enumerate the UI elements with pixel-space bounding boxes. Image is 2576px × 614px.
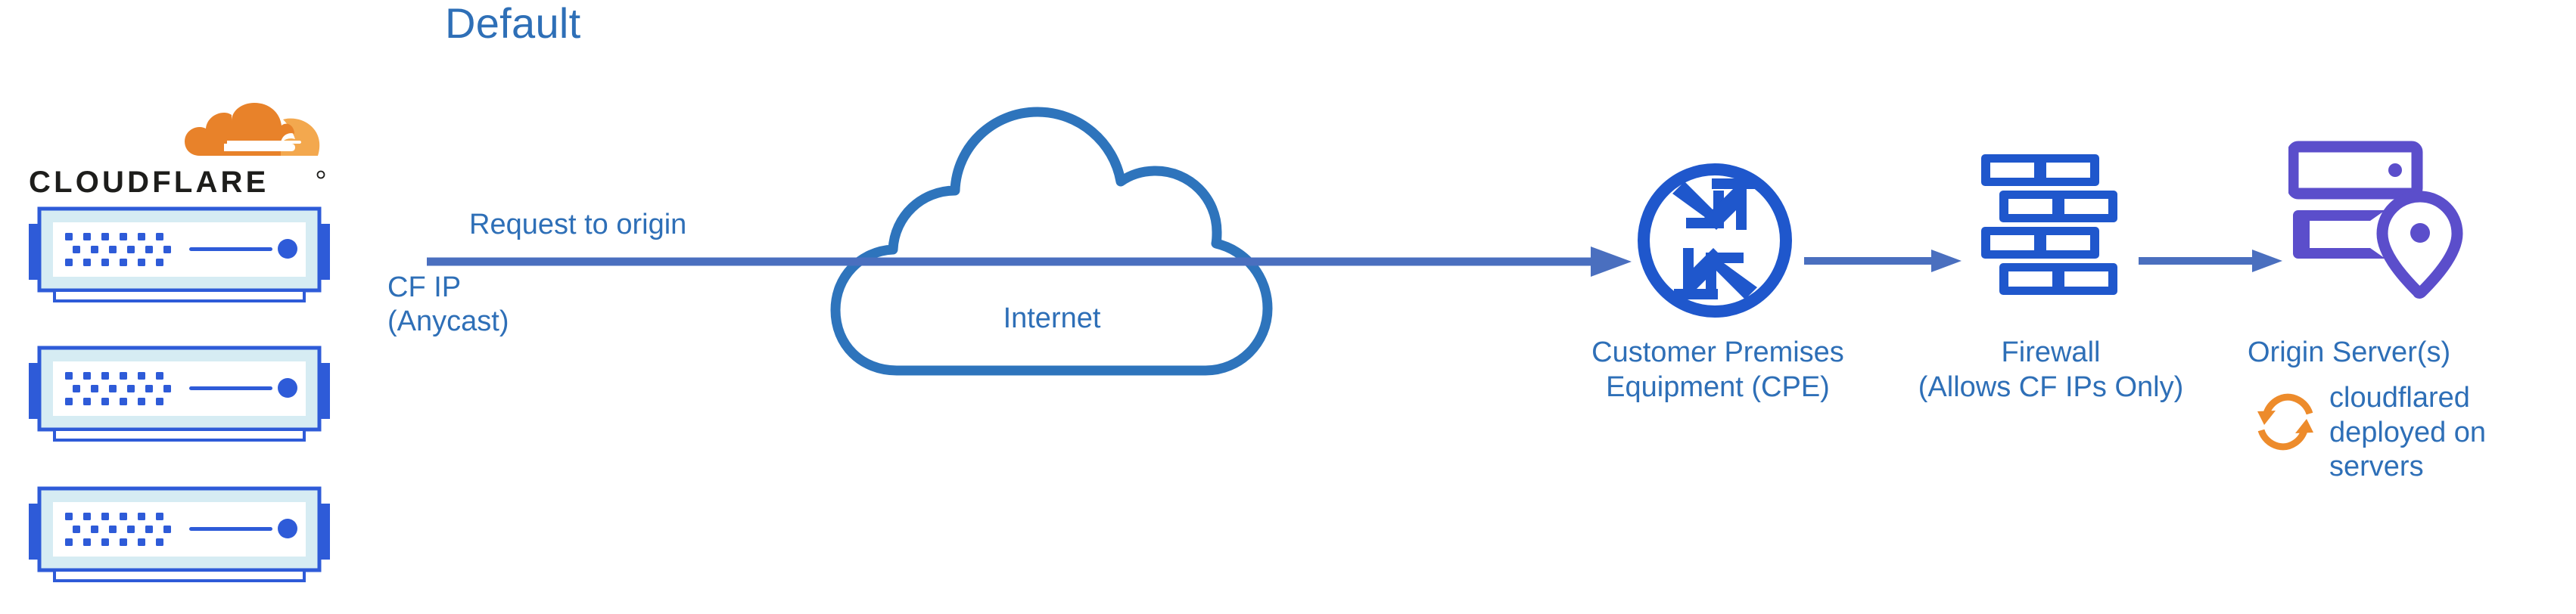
cf-ip-line-2: (Anycast): [387, 305, 509, 337]
cloudflared-line-3: servers: [2329, 451, 2424, 483]
cloudflare-cloud-logo-icon: [185, 98, 328, 162]
node-label-internet: Internet: [1003, 302, 1101, 334]
origin-label-line-1: Origin Server(s): [2248, 336, 2451, 368]
brick-wall-icon: [1969, 150, 2130, 301]
node-label-firewall: Firewall (Allows CF IPs Only): [1869, 336, 2232, 405]
node-label-origin-server: Origin Server(s): [2248, 336, 2565, 371]
cloudflared-line-1: cloudflared: [2329, 382, 2470, 414]
flow-label-request-to-origin: Request to origin: [469, 209, 687, 240]
flow-label-cf-ip: CF IP (Anycast): [387, 271, 509, 339]
cloudflare-wordmark-text: CLOUDFLARE: [330, 167, 331, 168]
node-label-cpe: Customer Premises Equipment (CPE): [1544, 336, 1892, 405]
connector-arrow-firewall-to-origin: [2139, 246, 2284, 276]
cpe-label-line-2: Equipment (CPE): [1606, 371, 1830, 403]
cloudflared-annotation: cloudflared deployed on servers: [2254, 382, 2571, 538]
cloudflared-annotation-text: cloudflared deployed on servers: [2329, 381, 2571, 485]
connector-arrow-cpe-to-firewall: [1804, 246, 1963, 276]
cloudflare-server-unit: [29, 482, 330, 584]
cloudflare-server-unit: [29, 342, 330, 443]
cloudflare-wordmark: CLOUDFLARE CLOUDFLARE: [29, 166, 331, 199]
flow-arrow-request-to-origin: [424, 227, 1635, 302]
cloudflare-brand: CLOUDFLARE CLOUDFLARE: [29, 98, 347, 199]
firewall-label-line-2: (Allows CF IPs Only): [1918, 371, 2184, 403]
cpe-label-line-1: Customer Premises: [1591, 336, 1844, 368]
cloudflare-server-unit: [29, 203, 330, 304]
cf-ip-line-1: CF IP: [387, 271, 462, 303]
cloudflared-line-2: deployed on: [2329, 416, 2487, 448]
page-title: Default: [445, 0, 581, 47]
svg-text:CLOUDFLARE: CLOUDFLARE: [29, 167, 269, 199]
sync-arrows-icon: [2254, 390, 2317, 454]
router-four-arrows-icon: [1635, 160, 1795, 321]
server-rack-location-pin-icon: [2287, 141, 2470, 301]
firewall-label-line-1: Firewall: [2001, 336, 2101, 368]
